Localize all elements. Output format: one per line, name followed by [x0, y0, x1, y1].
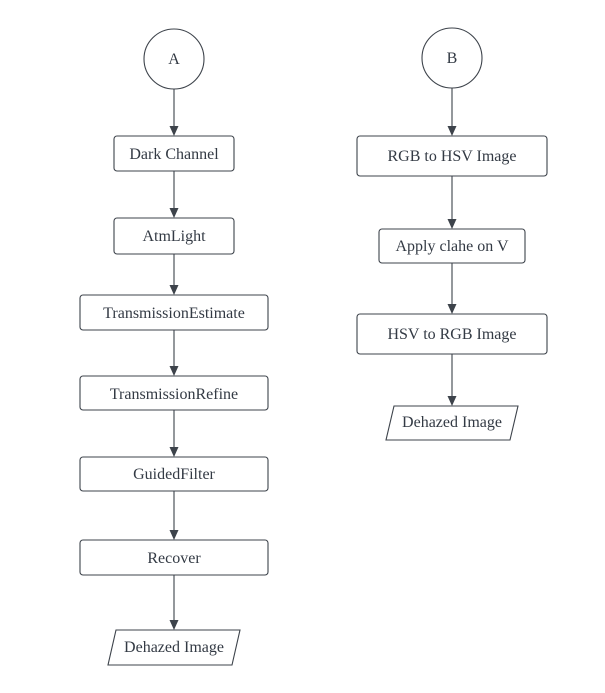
- process-box-label: TransmissionEstimate: [103, 305, 245, 322]
- edge-b-step1-to-step2: [447, 176, 457, 229]
- edge-a-step6-to-output: [169, 575, 179, 630]
- process-box-label: Apply clahe on V: [395, 238, 508, 255]
- edge-b-step2-to-step3: [447, 263, 457, 314]
- output-node-a[interactable]: Dehazed Image: [107, 629, 241, 666]
- process-box-rgb-to-hsv[interactable]: RGB to HSV Image: [356, 135, 548, 177]
- process-box-atmlight[interactable]: AtmLight: [113, 217, 235, 255]
- edge-a-step2-to-step3: [169, 254, 179, 295]
- process-box-label: Recover: [147, 550, 201, 567]
- flowchart-a: A: [79, 28, 269, 666]
- edge-a-step3-to-step4: [169, 330, 179, 376]
- process-box-hsv-to-rgb[interactable]: HSV to RGB Image: [356, 313, 548, 355]
- edge-a-step5-to-step6: [169, 491, 179, 540]
- edge-a-start-to-step1: [169, 89, 179, 136]
- process-box-label: Dark Channel: [129, 146, 219, 163]
- output-node-b-label: Dehazed Image: [402, 414, 502, 431]
- process-box-label: GuidedFilter: [133, 466, 215, 483]
- edge-b-start-to-step1: [447, 88, 457, 136]
- process-box-transmission-estimate[interactable]: TransmissionEstimate: [79, 294, 269, 331]
- output-node-b[interactable]: Dehazed Image: [385, 405, 519, 441]
- process-box-label: AtmLight: [142, 228, 206, 245]
- process-box-label: RGB to HSV Image: [387, 148, 516, 165]
- process-box-transmission-refine[interactable]: TransmissionRefine: [79, 375, 269, 411]
- start-node-b[interactable]: B: [421, 27, 483, 89]
- process-box-label: TransmissionRefine: [110, 386, 238, 403]
- process-box-recover[interactable]: Recover: [79, 539, 269, 576]
- process-box-dark-channel[interactable]: Dark Channel: [113, 135, 235, 172]
- edge-a-step4-to-step5: [169, 410, 179, 457]
- flowchart-b: B RGB to HSV Image Apply clahe on V: [356, 27, 548, 441]
- process-box-guided-filter[interactable]: GuidedFilter: [79, 456, 269, 492]
- start-node-a-label: A: [168, 51, 180, 68]
- edge-a-step1-to-step2: [169, 171, 179, 218]
- start-node-a[interactable]: A: [143, 28, 205, 90]
- start-node-b-label: B: [447, 50, 458, 67]
- edge-b-step3-to-output: [447, 354, 457, 406]
- process-box-label: HSV to RGB Image: [387, 326, 516, 343]
- process-box-apply-clahe[interactable]: Apply clahe on V: [378, 228, 526, 264]
- output-node-a-label: Dehazed Image: [124, 639, 224, 656]
